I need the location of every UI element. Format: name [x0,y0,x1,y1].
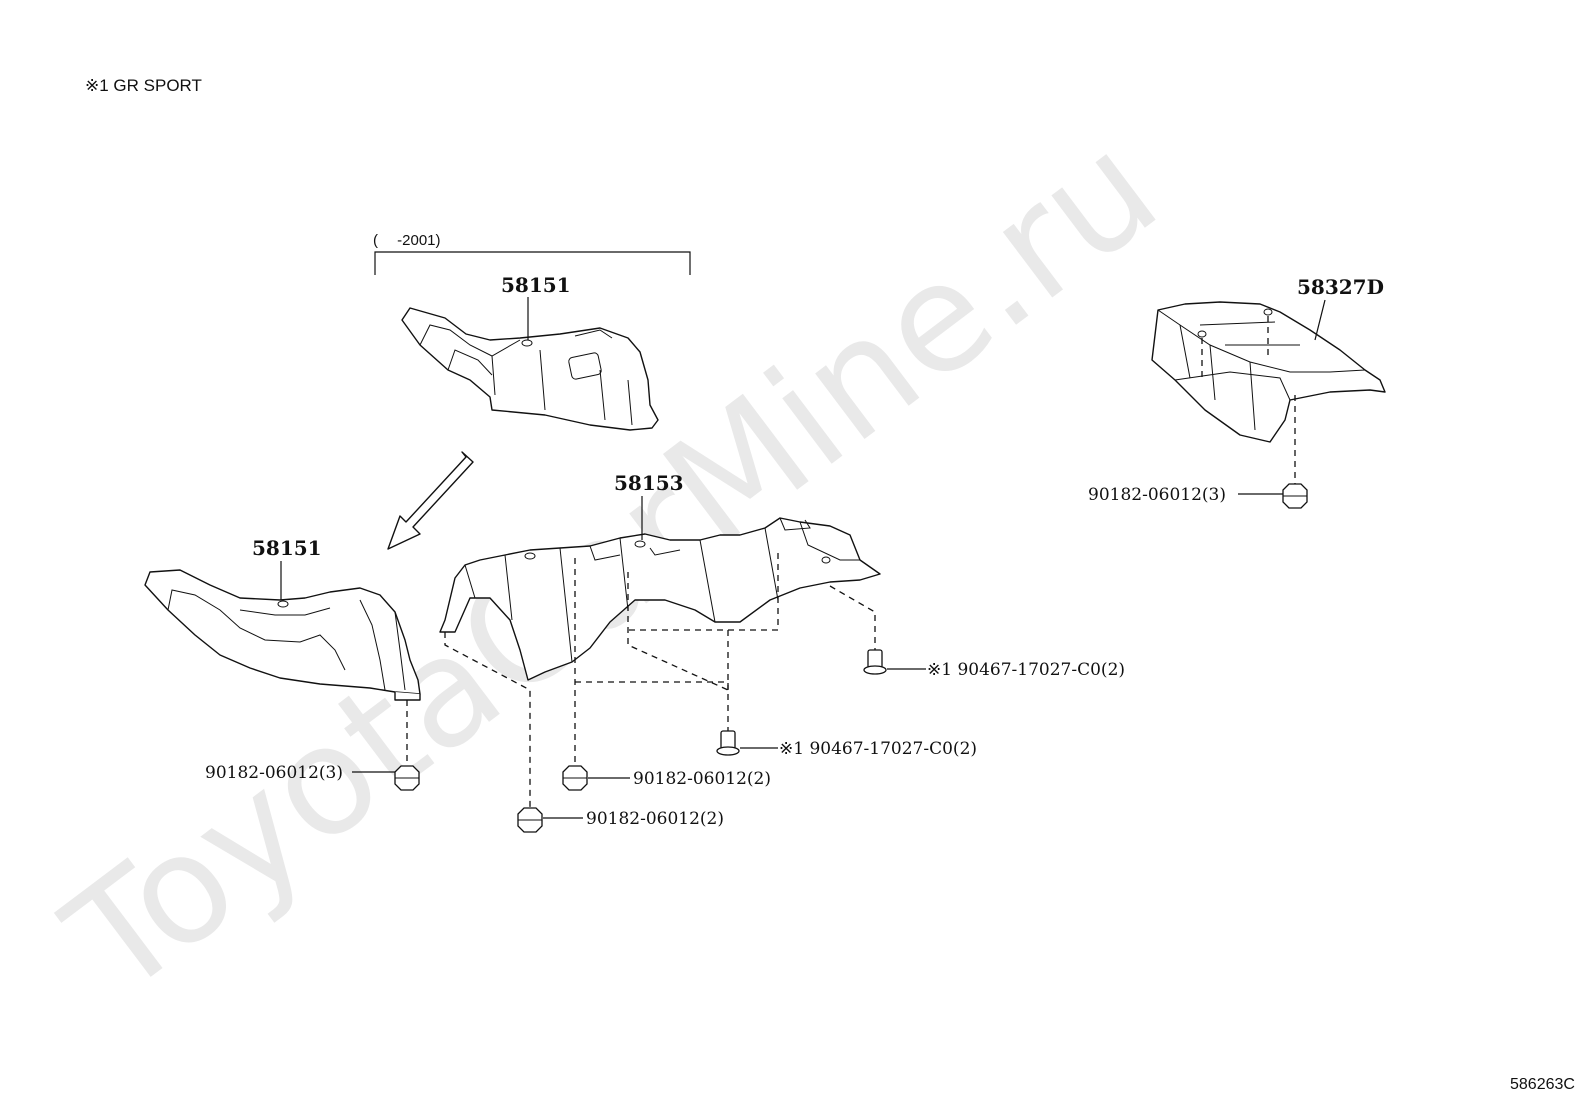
fastener-label-left: 90182-06012(3) [205,763,343,783]
nut-icon [394,765,420,791]
part-label-58153: 58153 [614,471,684,495]
nut-icon [517,807,543,833]
heat-insulator-58327D [1151,301,1386,443]
part-label-58151-top: 58151 [501,273,571,297]
heat-insulator-58151-old [401,307,659,431]
bolt-label-center: ※1 90467-17027-C0(2) [779,739,977,759]
fastener-label-center-lower: 90182-06012(2) [586,809,724,829]
nut-icon [562,765,588,791]
bolt-icon [863,649,887,675]
heat-insulator-58151-new [144,569,421,701]
fastener-label-center-upper: 90182-06012(2) [633,769,771,789]
bolt-icon [716,730,740,756]
replacement-arrow-icon [387,451,474,550]
date-range-label: ( -2001) [373,232,441,249]
date-range-bracket [374,251,691,275]
heat-insulator-58153 [439,517,881,681]
gr-sport-note: ※1 GR SPORT [85,76,202,95]
part-label-58151-left: 58151 [252,536,322,560]
nut-icon [1282,483,1308,509]
bolt-label-right: ※1 90467-17027-C0(2) [927,660,1125,680]
part-label-58327D: 58327D [1297,275,1384,299]
diagram-id: 586263C [1510,1076,1575,1093]
fastener-label-right: 90182-06012(3) [1088,485,1226,505]
